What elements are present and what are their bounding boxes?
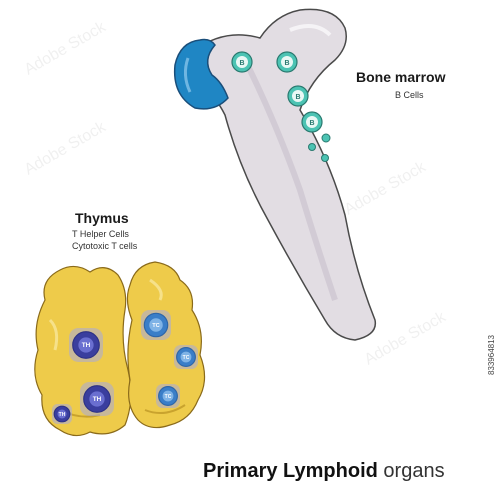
thymus-line-cytotoxic: Cytotoxic T cells (72, 241, 138, 251)
t-helper-label: TH (59, 412, 66, 418)
bone-marrow-subtitle: B Cells (395, 90, 424, 100)
b-cell: B (276, 51, 298, 73)
t-cytotoxic-cell: TC (174, 345, 198, 369)
b-cell: B (301, 111, 323, 133)
t-helper-label: TH (93, 396, 102, 403)
figure-title: Primary Lymphoid organs (203, 460, 445, 483)
t-cytotoxic-label: TC (152, 323, 160, 329)
femur-bone (193, 8, 377, 341)
stock-id: 833964813 (487, 335, 496, 376)
b-cells-group: B B B B (231, 51, 323, 133)
t-cytotoxic-cell: TC (156, 384, 180, 408)
thymus-line-helper: T Helper Cells (72, 229, 129, 239)
t-cells-group: TH TH TH TC TC TC (52, 310, 198, 424)
figure-title-bold: Primary Lymphoid (203, 460, 378, 482)
t-cytotoxic-cell: TC (141, 310, 171, 340)
t-helper-label: TH (82, 342, 91, 349)
t-cytotoxic-label: TC (183, 355, 190, 361)
bone-marrow-title: Bone marrow (356, 69, 446, 85)
t-helper-cell: TH (80, 382, 114, 416)
b-cell-label: B (239, 60, 244, 67)
marrow-dots (308, 133, 331, 162)
t-cytotoxic-label: TC (165, 394, 172, 400)
thymus-cell-list: T Helper Cells Cytotoxic T cells (72, 228, 137, 252)
thymus-title: Thymus (75, 210, 129, 226)
t-helper-cell: TH (52, 404, 72, 424)
bone-cartilage-head (173, 38, 229, 110)
t-helper-cell: TH (69, 328, 103, 362)
b-cell-label: B (309, 120, 314, 127)
b-cell-label: B (284, 60, 289, 67)
b-cell-label: B (295, 94, 300, 101)
b-cell: B (287, 85, 309, 107)
b-cell: B (231, 51, 253, 73)
figure-title-light: organs (383, 460, 445, 482)
